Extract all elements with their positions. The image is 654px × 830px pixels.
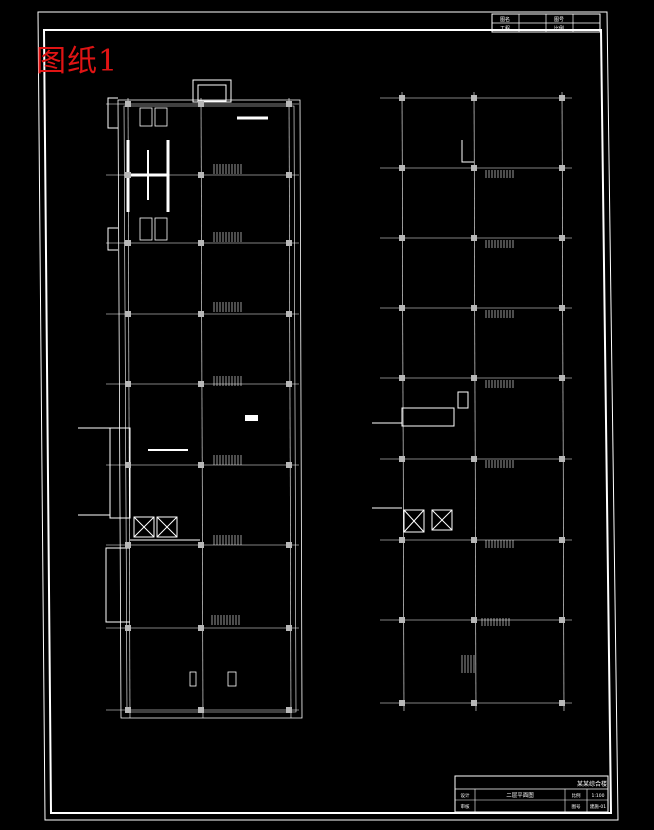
left-axis-line	[127, 97, 131, 719]
left-column-node	[125, 707, 131, 713]
right-column-node	[471, 95, 477, 101]
washroom-cluster	[126, 107, 170, 241]
title-block-header: 某某综合楼	[577, 780, 607, 788]
floor-plan-left	[78, 79, 303, 719]
right-column-node	[399, 456, 405, 462]
corner-block: 图名 图号 工程 比例	[491, 13, 601, 33]
right-column-node	[471, 456, 477, 462]
corner-cell-2: 图号	[554, 17, 564, 23]
right-column-node	[471, 165, 477, 171]
title-cell-1: 比例	[572, 792, 581, 799]
left-column-node	[125, 240, 131, 246]
right-column-node	[559, 305, 565, 311]
left-column-node	[198, 542, 204, 548]
right-column-node	[399, 537, 405, 543]
right-column-node	[399, 617, 405, 623]
right-column-node	[399, 235, 405, 241]
grid-left	[106, 97, 299, 719]
right-column-node	[559, 95, 565, 101]
right-column-node	[471, 305, 477, 311]
right-axis-line	[401, 91, 405, 712]
left-column-node	[198, 462, 204, 468]
left-column-node	[286, 381, 292, 387]
right-column-node	[471, 537, 477, 543]
left-column-node	[198, 381, 204, 387]
right-column-node	[559, 617, 565, 623]
right-axis-line	[561, 91, 565, 712]
right-column-node	[559, 456, 565, 462]
right-axis-line	[473, 91, 477, 712]
floor-plan-right	[372, 140, 514, 673]
corner-cell-1: 图名	[500, 16, 510, 23]
left-axis-line	[200, 97, 204, 719]
right-column-node	[399, 95, 405, 101]
lobby-right	[372, 140, 474, 533]
right-column-node	[559, 700, 565, 706]
right-column-node	[559, 235, 565, 241]
right-column-node	[559, 375, 565, 381]
title-cell-4: 建施-01	[590, 803, 606, 810]
title-cell-3: 图号	[572, 804, 581, 810]
left-column-node	[286, 542, 292, 548]
right-column-node	[559, 165, 565, 171]
right-column-node	[471, 700, 477, 706]
left-column-node	[125, 172, 131, 178]
title-block: 某某综合楼 二层平面图 比例 1:100 图号 建施-01 设计 审核	[454, 775, 609, 813]
right-column-node	[471, 375, 477, 381]
left-column-node	[198, 707, 204, 713]
left-axis-line	[288, 97, 292, 719]
right-column-node	[471, 235, 477, 241]
left-column-node	[286, 462, 292, 468]
corner-cell-3: 工程	[500, 25, 510, 32]
title-cell-5: 设计	[461, 792, 470, 799]
right-column-node	[559, 537, 565, 543]
left-column-node	[125, 462, 131, 468]
sheet-name: 二层平面图	[506, 791, 534, 799]
left-column-node	[198, 311, 204, 317]
grid-right	[380, 91, 572, 712]
right-column-node	[471, 617, 477, 623]
bottom-fixtures	[189, 671, 237, 687]
left-column-node	[198, 240, 204, 246]
left-column-node	[286, 101, 292, 107]
right-column-node	[399, 375, 405, 381]
left-column-node	[125, 311, 131, 317]
left-column-node	[125, 381, 131, 387]
left-column-node	[286, 707, 292, 713]
left-column-node	[125, 625, 131, 631]
partitions	[78, 116, 268, 623]
title-cell-6: 审核	[461, 803, 470, 810]
right-column-node	[399, 165, 405, 171]
left-column-node	[286, 311, 292, 317]
right-column-node	[399, 700, 405, 706]
left-column-node	[286, 240, 292, 246]
elevator-core	[133, 516, 178, 538]
title-cell-2: 1:100	[592, 793, 605, 799]
left-column-node	[198, 101, 204, 107]
corner-cell-4: 比例	[554, 25, 564, 32]
left-column-node	[198, 625, 204, 631]
stair-ticks-right	[461, 170, 514, 673]
entrance-canopy	[192, 79, 232, 103]
left-column-node	[125, 542, 131, 548]
right-column-node	[399, 305, 405, 311]
corner-stair	[107, 97, 118, 251]
sheet-border	[37, 11, 619, 821]
left-column-node	[286, 172, 292, 178]
left-column-node	[198, 172, 204, 178]
stair-ticks-left	[211, 164, 242, 625]
watermark-stamp: 图纸1	[36, 44, 119, 79]
left-column-node	[125, 101, 131, 107]
left-column-node	[286, 625, 292, 631]
